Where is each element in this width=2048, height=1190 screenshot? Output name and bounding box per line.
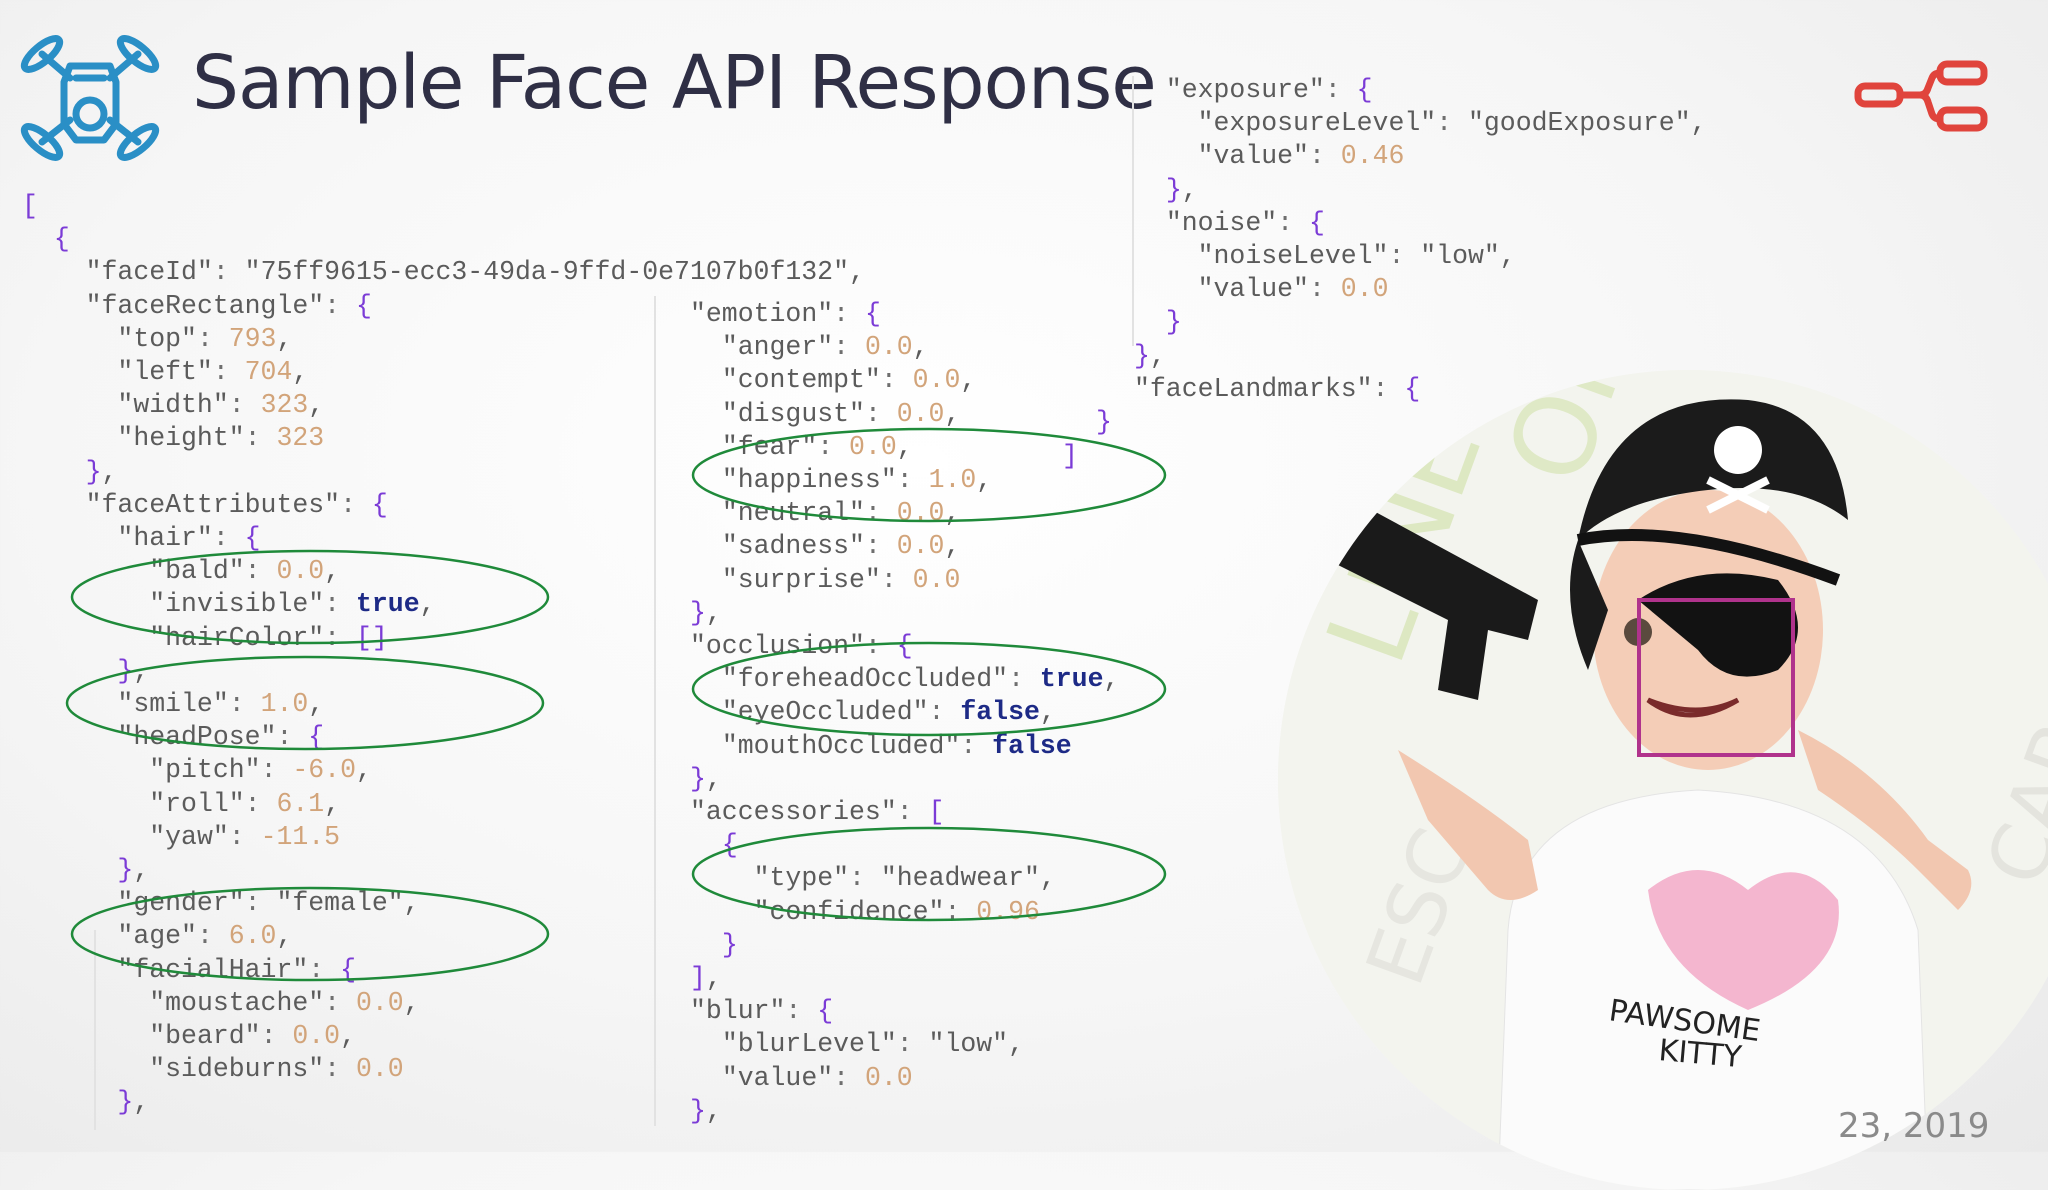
json-code-line: "exposureLevel": "goodExposure",: [1197, 108, 1707, 139]
json-code-line: "headPose": {: [117, 722, 325, 753]
json-code-line: ],: [690, 963, 722, 993]
json-code-line: },: [117, 855, 150, 885]
column-divider: [654, 296, 656, 1126]
json-code-line: "sadness": 0.0,: [721, 531, 961, 562]
json-code-line: "exposure": {: [1165, 75, 1373, 105]
json-code-line: "accessories": [: [690, 797, 945, 827]
json-code-line: },: [690, 1095, 722, 1126]
json-code-line: },: [1165, 174, 1198, 205]
json-code-line: "neutral": 0.0,: [721, 498, 961, 529]
json-code-line: "value": 0.46: [1197, 141, 1405, 172]
json-code-line: }: [721, 929, 738, 960]
json-code-line: {: [721, 830, 738, 861]
json-code-line: {: [53, 224, 70, 255]
column-divider: [1132, 76, 1134, 346]
shirt-text: KITTY: [1657, 1033, 1743, 1075]
json-code-line: "foreheadOccluded": true,: [721, 664, 1120, 695]
json-code-line: "happiness": 1.0,: [721, 465, 993, 495]
json-code-line: "fear": 0.0,: [721, 431, 913, 462]
json-code-line: [: [22, 191, 38, 221]
json-code-line: "sideburns": 0.0: [149, 1054, 404, 1085]
slide-title: Sample Face API Response: [192, 40, 1157, 126]
json-code-line: "roll": 6.1,: [149, 788, 341, 819]
json-code-line: "yaw": -11.5: [149, 821, 341, 852]
json-code-line: "eyeOccluded": false,: [721, 697, 1056, 728]
flow-diagram-icon: [1854, 60, 1988, 132]
json-code-line: "faceAttributes": {: [85, 489, 388, 520]
json-code-line: "type": "headwear",: [753, 863, 1056, 894]
json-code-line: "bald": 0.0,: [149, 556, 341, 587]
json-code-line: },: [117, 655, 150, 686]
json-code-line: },: [1134, 340, 1166, 371]
footer-date: 23, 2019: [1838, 1106, 1990, 1146]
json-stray-brace: }: [1096, 407, 1112, 437]
json-code-line: "moustache": 0.0,: [149, 987, 420, 1018]
json-code-line: "blur": {: [690, 996, 834, 1027]
json-code-line: "mouthOccluded": false: [721, 730, 1072, 761]
json-code-line: "invisible": true,: [149, 589, 436, 620]
json-code-line: "noiseLevel": "low",: [1197, 241, 1516, 271]
json-code-line: },: [117, 1087, 150, 1118]
json-code-line: },: [690, 763, 722, 794]
json-code-line: "contempt": 0.0,: [721, 365, 977, 396]
json-code-line: "pitch": -6.0,: [149, 755, 372, 786]
json-code-line: "hair": {: [117, 523, 261, 553]
json-code-line: "height": 323: [117, 423, 325, 454]
json-code-line: },: [690, 597, 722, 628]
json-code-line: }: [1165, 307, 1182, 338]
face-photo: LINE OFFL ESC CAP PAWSOME KITTY: [1278, 370, 2048, 1190]
json-code-line: "faceLandmarks": {: [1134, 373, 1421, 404]
column-divider: [94, 930, 96, 1130]
json-code-line: },: [85, 456, 118, 487]
json-code-line: "occlusion": {: [690, 631, 913, 661]
json-code-line: "gender": "female",: [117, 888, 420, 919]
json-stray-bracket: ]: [1062, 441, 1078, 471]
json-code-line: "emotion": {: [690, 299, 881, 329]
face-rectangle: [1637, 598, 1795, 757]
json-code-line: "surprise": 0.0: [721, 564, 961, 595]
json-code-line: "top": 793,: [117, 323, 293, 354]
drone-logo-icon: [20, 35, 160, 161]
json-code-line: "age": 6.0,: [117, 921, 293, 952]
json-code-line: "noise": {: [1165, 207, 1325, 238]
json-code-line: "value": 0.0: [1197, 274, 1389, 305]
json-code-line: "width": 323,: [117, 390, 325, 421]
json-code-line: "left": 704,: [117, 357, 309, 387]
json-code-line: "smile": 1.0,: [117, 689, 325, 719]
json-code-line: "anger": 0.0,: [721, 332, 929, 363]
json-code-line: "beard": 0.0,: [149, 1021, 356, 1051]
json-code-line: "confidence": 0.96: [753, 896, 1040, 927]
json-code-line: "faceRectangle": {: [85, 290, 372, 321]
json-code-line: "faceId": "75ff9615-ecc3-49da-9ffd-0e710…: [85, 257, 865, 288]
json-code-line: "disgust": 0.0,: [721, 398, 961, 429]
json-code-line: "value": 0.0: [721, 1062, 913, 1093]
json-code-line: "facialHair": {: [117, 954, 356, 985]
photo-illustration: LINE OFFL ESC CAP PAWSOME KITTY: [1278, 370, 2048, 1190]
json-code-line: "hairColor": []: [149, 622, 388, 653]
json-code-line: "blurLevel": "low",: [721, 1029, 1024, 1060]
